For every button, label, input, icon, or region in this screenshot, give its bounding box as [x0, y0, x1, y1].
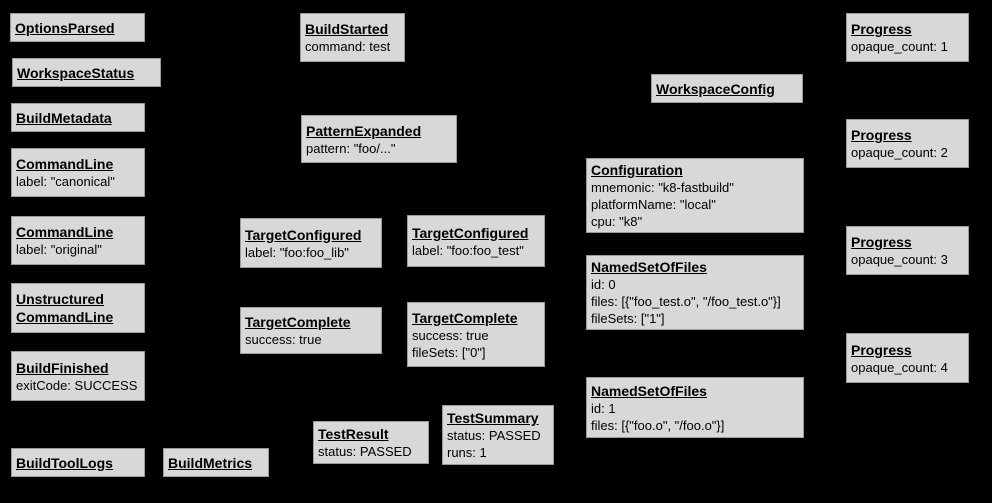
node-title: BuildMetadata	[16, 109, 112, 126]
node-title: WorkspaceStatus	[17, 64, 135, 81]
node-attr: runs: 1	[447, 445, 487, 460]
node-title: TargetConfigured	[245, 226, 362, 243]
node-configuration: Configuration mnemonic: "k8-fastbuild" p…	[586, 158, 804, 233]
node-command-line-original: CommandLine label: "original"	[11, 216, 145, 265]
node-build-metrics: BuildMetrics	[163, 448, 269, 477]
node-attr: success: true	[412, 327, 489, 343]
node-attr: opaque_count: 2	[851, 145, 948, 160]
node-title: TargetComplete	[245, 314, 351, 330]
node-title: NamedSetOfFiles	[591, 382, 707, 399]
node-progress-1: Progress opaque_count: 1	[846, 13, 969, 62]
node-build-tool-logs: BuildToolLogs	[11, 448, 145, 477]
node-command-line-canonical: CommandLine label: "canonical"	[11, 148, 145, 197]
node-attr: pattern: "foo/..."	[306, 140, 396, 156]
node-title: CommandLine	[16, 224, 114, 240]
node-title: WorkspaceConfig	[656, 80, 775, 97]
node-build-metadata: BuildMetadata	[11, 103, 145, 132]
node-attr: label: "foo:foo_lib"	[245, 244, 349, 260]
node-attr: opaque_count: 3	[851, 252, 948, 267]
node-title: Progress	[851, 21, 912, 37]
node-test-summary: TestSummary status: PASSED runs: 1	[442, 405, 554, 465]
node-target-configured-foo-lib: TargetConfigured label: "foo:foo_lib"	[240, 218, 382, 268]
node-title: CommandLine	[16, 156, 114, 172]
node-title: TargetConfigured	[412, 224, 529, 241]
node-attr: label: "canonical"	[16, 174, 115, 189]
node-attr: files: [{"foo.o", "/foo.o"}]	[591, 417, 725, 433]
node-workspace-status: WorkspaceStatus	[12, 58, 161, 87]
node-named-set-of-files-1: NamedSetOfFiles id: 1 files: [{"foo.o", …	[586, 377, 804, 438]
node-target-complete-foo-lib: TargetComplete success: true	[240, 307, 382, 354]
node-attr: opaque_count: 4	[851, 359, 948, 375]
node-attr: label: "foo:foo_test"	[412, 242, 524, 258]
node-attr: fileSets: ["0"]	[412, 344, 486, 360]
node-attr: id: 0	[591, 277, 616, 292]
node-title: BuildFinished	[16, 359, 109, 376]
node-title: Unstructured	[16, 291, 104, 307]
node-title: CommandLine	[16, 309, 114, 325]
node-progress-4: Progress opaque_count: 4	[846, 333, 969, 383]
node-attr: exitCode: SUCCESS	[16, 377, 138, 393]
node-attr: label: "original"	[16, 242, 102, 257]
node-title: TargetComplete	[412, 309, 518, 326]
node-title: BuildMetrics	[168, 454, 253, 471]
node-unstructured-command-line: Unstructured CommandLine	[11, 283, 145, 333]
node-attr: mnemonic: "k8-fastbuild"	[591, 180, 734, 195]
node-attr: platformName: "local"	[591, 197, 716, 212]
node-workspace-config: WorkspaceConfig	[651, 74, 803, 103]
node-attr: opaque_count: 1	[851, 39, 948, 54]
node-attr: id: 1	[591, 400, 616, 416]
node-title: Progress	[851, 341, 912, 358]
node-title: Progress	[851, 127, 912, 143]
node-options-parsed: OptionsParsed	[10, 13, 145, 42]
node-target-configured-foo-test: TargetConfigured label: "foo:foo_test"	[407, 215, 545, 267]
node-attr: command: test	[305, 39, 391, 54]
node-build-finished: BuildFinished exitCode: SUCCESS	[11, 351, 145, 401]
node-target-complete-foo-test: TargetComplete success: true fileSets: […	[407, 302, 545, 367]
node-title: TestResult	[318, 426, 389, 442]
node-test-result: TestResult status: PASSED	[313, 421, 429, 464]
node-named-set-of-files-0: NamedSetOfFiles id: 0 files: [{"foo_test…	[586, 255, 804, 330]
node-attr: status: PASSED	[447, 428, 541, 443]
node-title: TestSummary	[447, 410, 539, 426]
node-attr: status: PASSED	[318, 444, 412, 459]
node-title: BuildStarted	[305, 21, 389, 37]
node-build-started: BuildStarted command: test	[300, 13, 405, 62]
node-title: PatternExpanded	[306, 122, 422, 139]
node-title: Progress	[851, 234, 912, 250]
node-title: BuildToolLogs	[16, 454, 113, 471]
node-attr: cpu: "k8"	[591, 214, 643, 229]
node-title: Configuration	[591, 162, 683, 178]
node-pattern-expanded: PatternExpanded pattern: "foo/..."	[301, 115, 457, 163]
node-attr: files: [{"foo_test.o", "/foo_test.o"}]	[591, 294, 781, 309]
node-progress-2: Progress opaque_count: 2	[846, 119, 969, 168]
node-title: NamedSetOfFiles	[591, 259, 707, 275]
node-attr: fileSets: ["1"]	[591, 311, 665, 326]
node-progress-3: Progress opaque_count: 3	[846, 226, 969, 275]
node-title: OptionsParsed	[15, 19, 115, 36]
node-attr: success: true	[245, 332, 322, 347]
